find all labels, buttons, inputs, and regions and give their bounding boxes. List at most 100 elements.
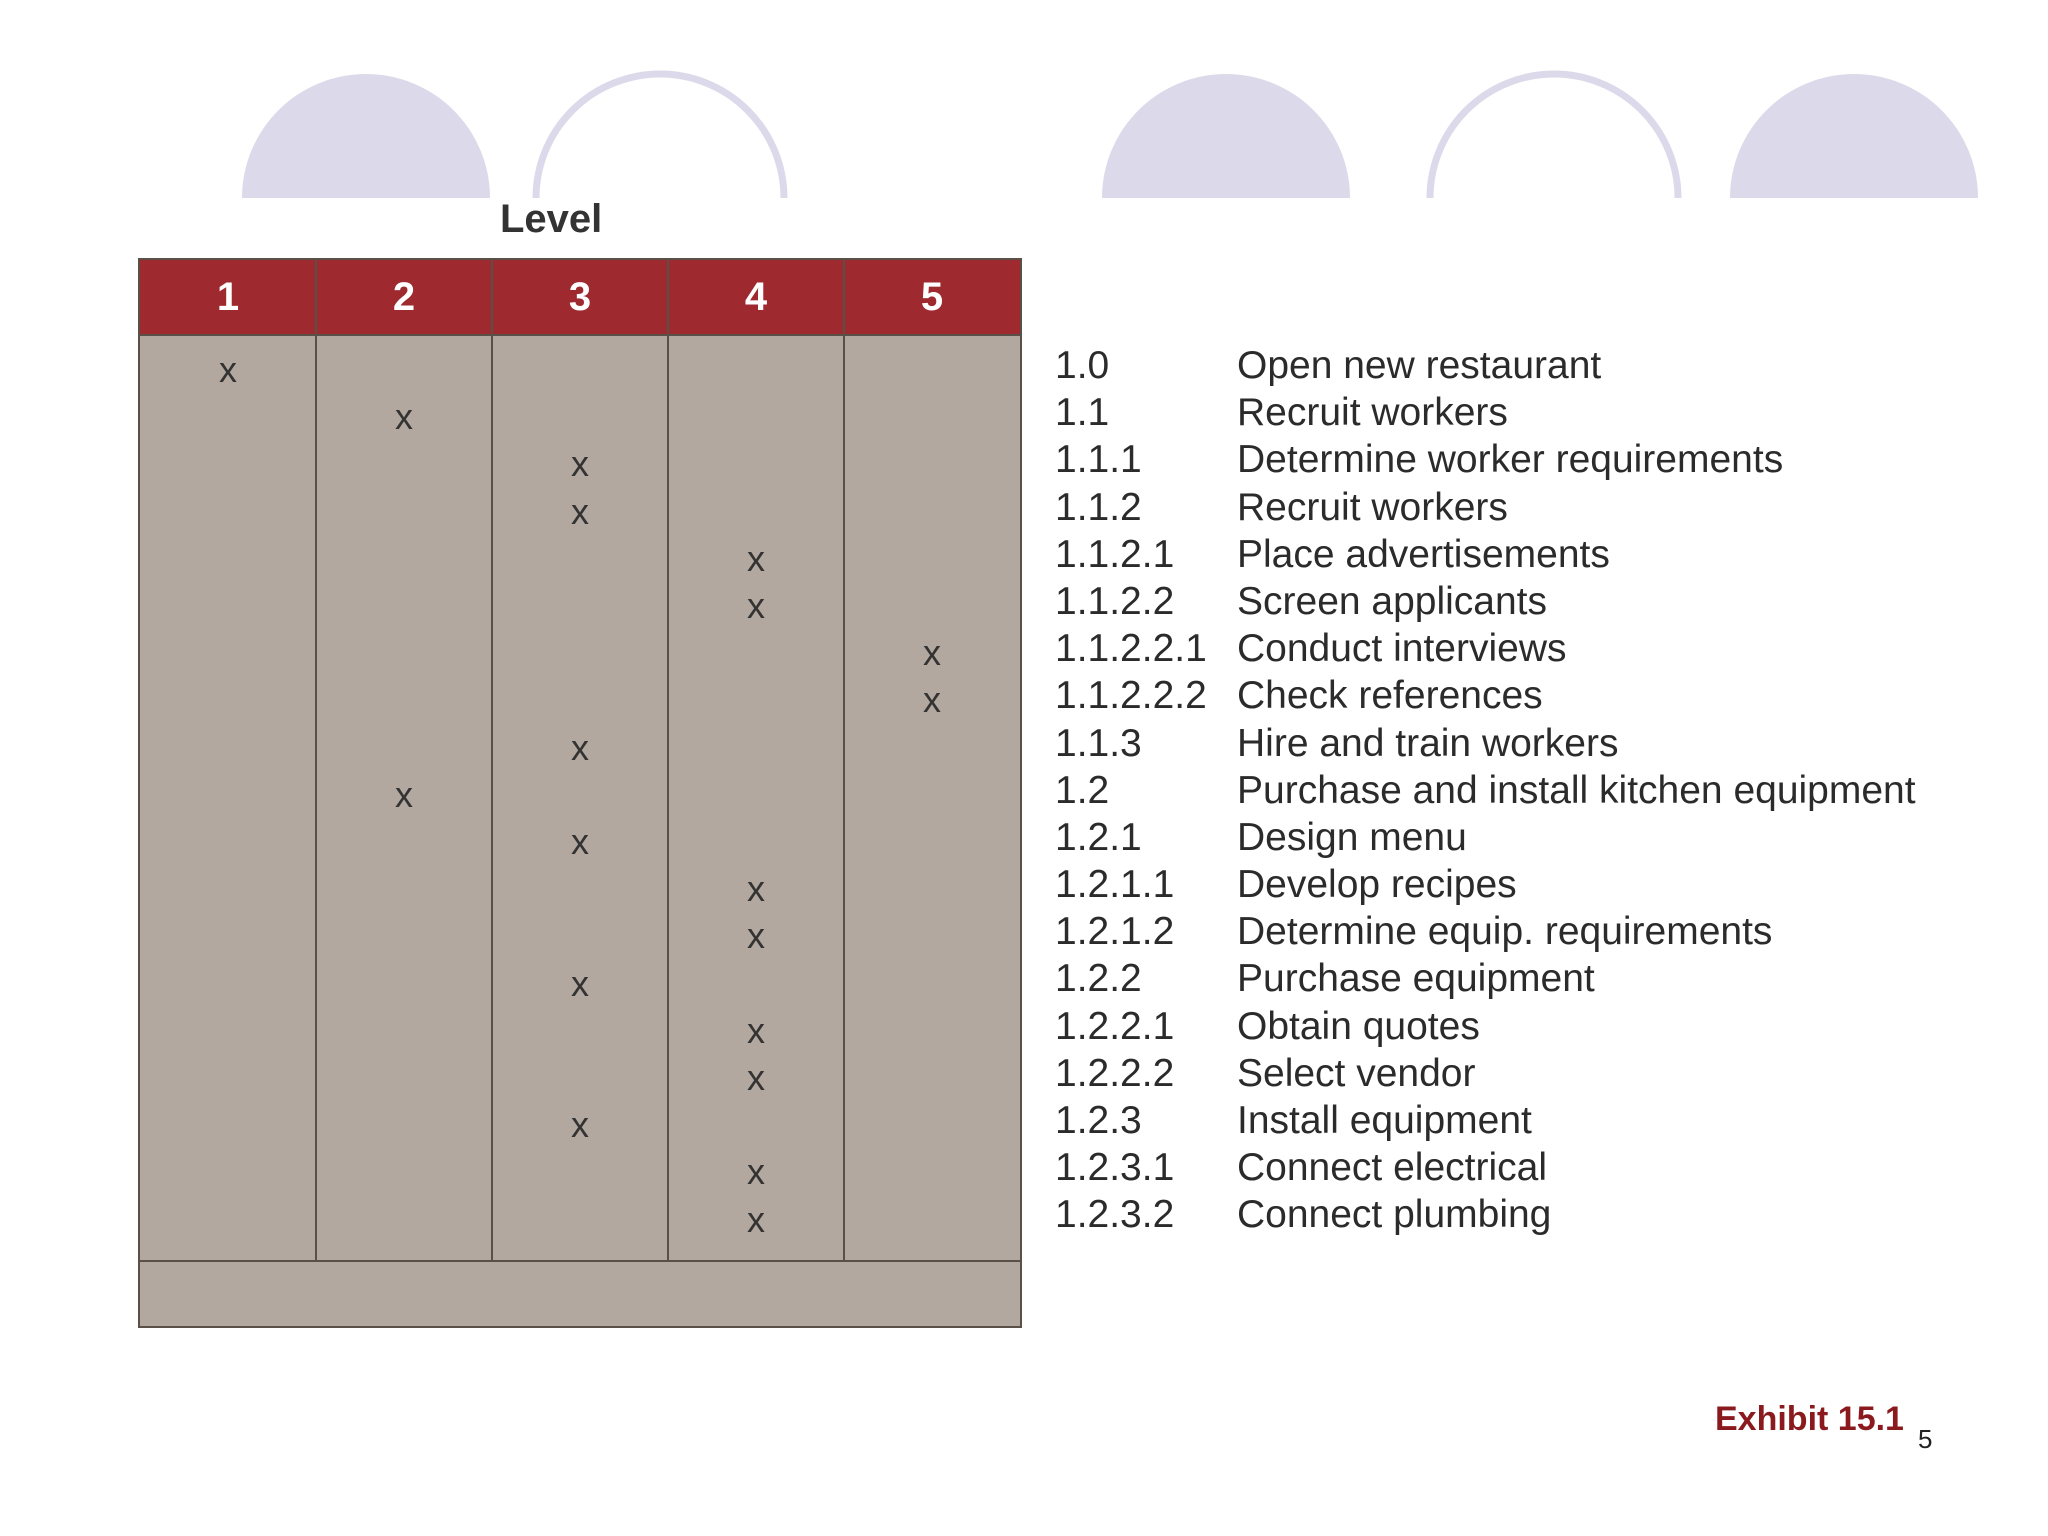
level-mark-level-4: x [747,585,765,626]
footer-divider [140,1260,1020,1262]
level-header-row: 1 2 3 4 5 [140,260,1020,334]
wbs-code: 1.2.2.1 [1055,1004,1175,1048]
level-header-4: 4 [744,275,768,319]
wbs-row: 1.1.2 Recruit workers [1055,484,1995,531]
level-mark-level-4: x [747,915,765,957]
level-mark-level-4: x [747,868,765,910]
wbs-code: 1.1.3 [1055,721,1142,765]
wbs-row: 1.1.2.1 Place advertisements [1055,531,1995,578]
wbs-row: 1.2.1.1 Develop recipes [1055,861,1995,908]
wbs-row: 1.2.2.1 Obtain quotes [1055,1003,1995,1050]
column-divider [843,260,845,1260]
wbs-task-name: Determine worker requirements [1237,438,1784,482]
level-mark-level-3: x [571,726,589,768]
wbs-code: 1.0 [1055,344,1110,387]
level-mark-level-5: x [923,679,941,721]
level-header-5: 5 [920,275,944,319]
wbs-row: 1.0 Open new restaurant [1055,342,1995,389]
wbs-task-name: Open new restaurant [1237,344,1602,387]
level-mark-level-4: x [747,1009,765,1051]
level-mark-level-2: x [395,396,413,438]
wbs-row: 1.1.2.2 Screen applicants [1055,578,1995,625]
column-divider [667,260,669,1260]
wbs-code: 1.1 [1055,391,1110,435]
header-divider [140,334,1020,336]
wbs-task-name: Check references [1237,674,1543,718]
semicircle-outline-1 [532,70,788,199]
wbs-row: 1.1.2.2.2 Check references [1055,672,1995,719]
level-mark-level-3: x [571,821,589,862]
semicircle-filled-3 [1730,74,1978,198]
wbs-row: 1.1.3 Hire and train workers [1055,720,1995,767]
wbs-row: 1.1.1 Determine worker requirements [1055,436,1995,483]
wbs-task-name: Connect plumbing [1237,1193,1552,1237]
wbs-task-name: Purchase and install kitchen equipment [1237,768,1916,812]
wbs-task-name: Hire and train workers [1237,721,1619,765]
wbs-code: 1.2.3.1 [1055,1146,1175,1190]
level-mark-level-2: x [395,773,413,815]
wbs-code: 1.2.1.2 [1055,910,1175,954]
wbs-row: 1.2.2.2 Select vendor [1055,1050,1995,1097]
level-mark-level-3: x [571,962,589,1004]
wbs-code: 1.2.1 [1055,815,1142,859]
wbs-code: 1.1.2.2.2 [1055,674,1207,718]
wbs-code: 1.1.2.2 [1055,579,1175,623]
level-mark-level-4: x [747,1057,765,1098]
wbs-code: 1.2.3 [1055,1099,1142,1142]
wbs-task-name: Place advertisements [1237,532,1610,576]
wbs-row: 1.2.1.2 Determine equip. requirements [1055,908,1995,955]
wbs-task-name: Recruit workers [1237,391,1508,435]
page-number: 5 [1918,1424,1933,1454]
semicircle-outline-2 [1426,70,1682,199]
wbs-code: 1.1.1 [1055,438,1142,482]
wbs-code: 1.2.3.2 [1055,1193,1175,1237]
wbs-task-name: Select vendor [1237,1051,1476,1095]
column-divider [491,260,493,1260]
wbs-task-name: Purchase equipment [1237,957,1595,1001]
level-mark-level-3: x [571,1104,589,1146]
semicircle-filled-2 [1102,74,1350,198]
wbs-task-name: Obtain quotes [1237,1004,1480,1048]
column-divider [315,260,317,1260]
decorative-semicircles [242,70,1978,199]
wbs-code: 1.1.2 [1055,485,1142,529]
wbs-row: 1.2.3 Install equipment [1055,1097,1995,1144]
wbs-row: 1.1 Recruit workers [1055,389,1995,436]
wbs-row: 1.2.2 Purchase equipment [1055,955,1995,1002]
wbs-row: 1.2.3.2 Connect plumbing [1055,1191,1995,1238]
level-header-3: 3 [568,275,592,319]
wbs-task-name: Screen applicants [1237,579,1548,623]
wbs-task-name: Recruit workers [1237,485,1508,529]
level-mark-level-5: x [923,632,941,674]
wbs-row: 1.2.3.1 Connect electrical [1055,1144,1995,1191]
level-mark-level-4: x [747,1151,765,1193]
wbs-row: 1.2 Purchase and install kitchen equipmen… [1055,767,1995,814]
wbs-task-name: Install equipment [1237,1099,1532,1142]
wbs-code: 1.1.2.2.1 [1055,627,1207,671]
level-mark-level-1: x [219,349,237,390]
wbs-code: 1.2.2 [1055,957,1142,1001]
level-title: Level [500,197,603,241]
level-header-1: 1 [216,275,240,319]
semicircle-filled-1 [242,74,490,198]
wbs-code: 1.2 [1055,768,1110,812]
level-mark-level-4: x [747,1198,765,1240]
wbs-task-name: Conduct interviews [1237,627,1567,671]
level-mark-level-3: x [571,490,589,532]
wbs-task-name: Connect electrical [1237,1146,1547,1190]
wbs-row: 1.1.2.2.1 Conduct interviews [1055,625,1995,672]
level-header-2: 2 [392,275,416,319]
wbs-task-name: Design menu [1237,815,1467,859]
exhibit-label: Exhibit 15.1 [1715,1400,1904,1438]
wbs-code: 1.2.1.1 [1055,863,1175,907]
wbs-code: 1.2.2.2 [1055,1051,1175,1095]
level-mark-level-3: x [571,443,589,485]
wbs-row: 1.2.1 Design menu [1055,814,1995,861]
wbs-task-name: Develop recipes [1237,863,1517,907]
wbs-task-name: Determine equip. requirements [1237,910,1773,954]
wbs-code: 1.1.2.1 [1055,532,1175,576]
level-mark-level-4: x [747,537,765,579]
